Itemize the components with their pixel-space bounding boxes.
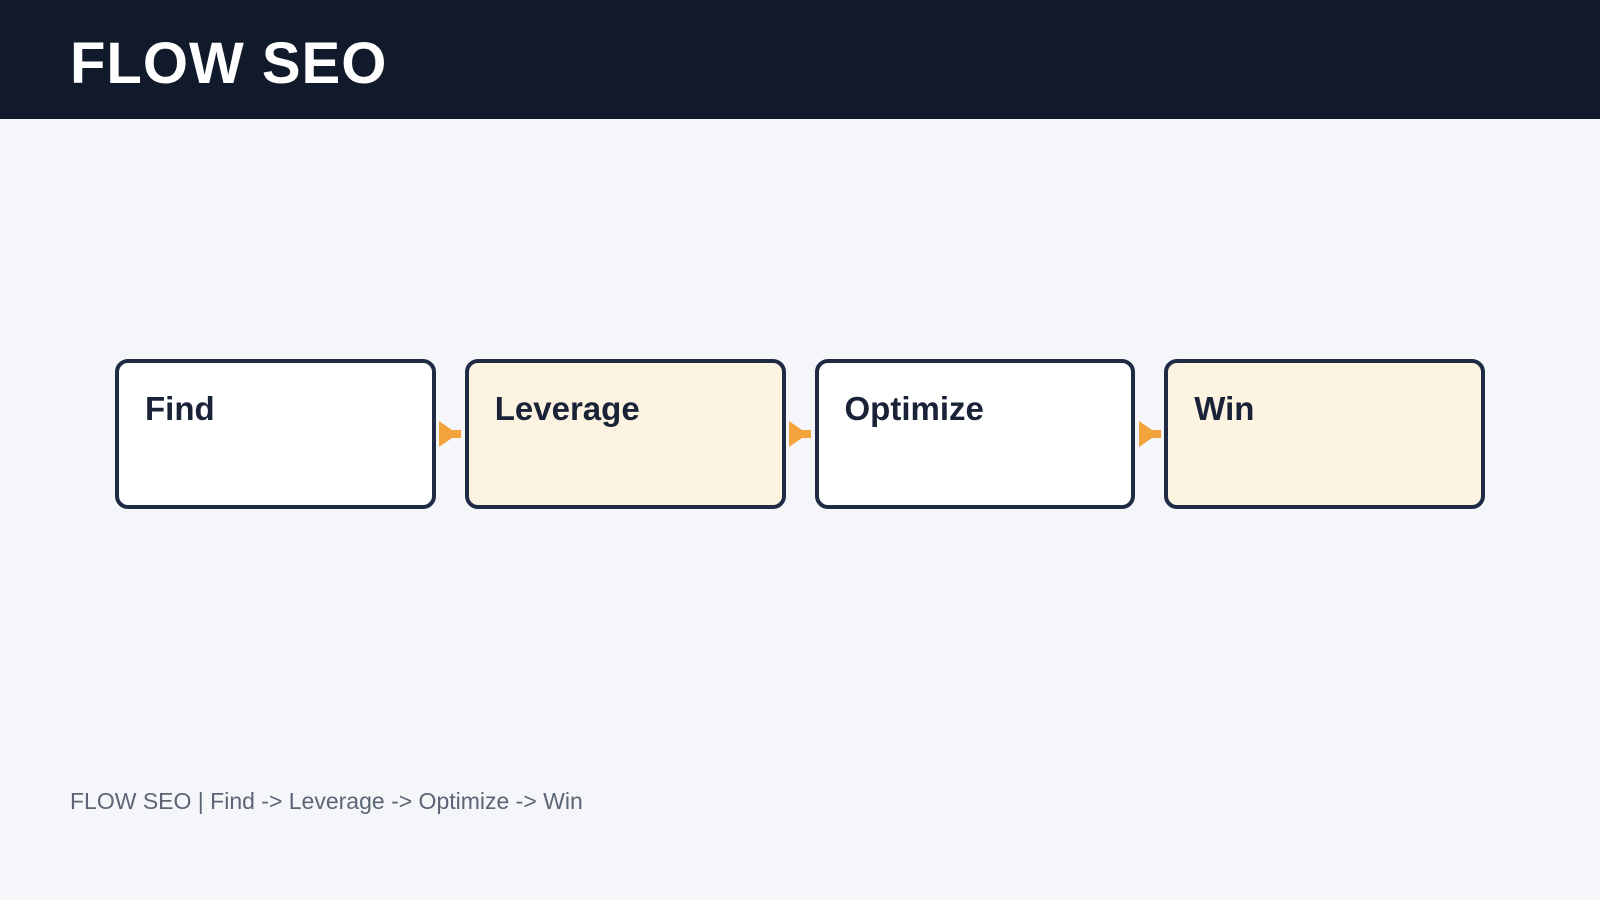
flow-node-leverage: Leverage bbox=[464, 359, 786, 509]
flow-diagram: Find Leverage Optimize Win bbox=[115, 359, 1485, 509]
flow-node-find: Find bbox=[115, 359, 436, 509]
flow-node-label: Find bbox=[145, 390, 215, 427]
flow-node-label: Win bbox=[1194, 390, 1255, 427]
header-bar: FLOW SEO bbox=[0, 0, 1600, 119]
app-title: FLOW SEO bbox=[70, 30, 388, 96]
flow-node-label: Leverage bbox=[494, 390, 640, 427]
footer-caption: FLOW SEO | Find -> Leverage -> Optimize … bbox=[70, 788, 583, 814]
flow-node-label: Optimize bbox=[844, 390, 984, 427]
flow-node-optimize: Optimize bbox=[814, 359, 1136, 509]
flow-arrow-icon bbox=[436, 359, 465, 509]
flow-node-win: Win bbox=[1164, 359, 1485, 509]
flow-arrow-icon bbox=[786, 359, 815, 509]
flow-arrow-icon bbox=[1135, 359, 1164, 509]
